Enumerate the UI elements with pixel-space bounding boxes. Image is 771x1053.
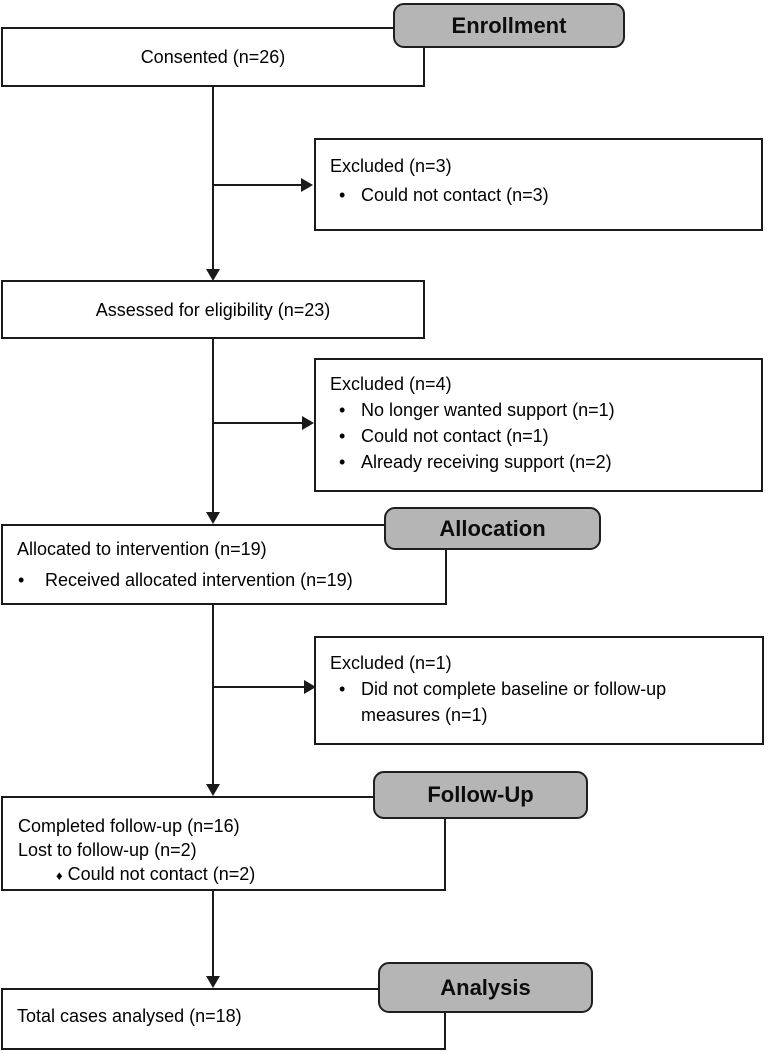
- followup-line: Lost to follow-up (n=2): [18, 840, 197, 860]
- box-excluded-eligibility-title: Excluded (n=4): [330, 374, 452, 394]
- diamond-bullet-marker: ♦: [56, 868, 63, 883]
- bullet-marker: •: [339, 400, 346, 420]
- header-enrollment-label: Enrollment: [451, 12, 567, 38]
- header-analysis: Analysis: [378, 962, 593, 1013]
- bullet-text: Did not complete baseline or follow-up m…: [361, 679, 667, 725]
- box-excluded-enrollment-title: Excluded (n=3): [330, 156, 452, 176]
- flow-arrowhead-right-3: [304, 680, 316, 694]
- box-analysis-title: Total cases analysed (n=18): [17, 1006, 242, 1026]
- flow-line-allocated-to-followup: [212, 603, 214, 785]
- flow-line-consented-to-assessed: [212, 86, 214, 270]
- bullet-marker: •: [18, 570, 25, 590]
- bullet-text: Could not contact (n=3): [361, 185, 549, 205]
- bullet-marker: •: [339, 426, 346, 446]
- list-item: • No longer wanted support (n=1): [330, 397, 747, 423]
- list-item: • Could not contact (n=1): [330, 423, 747, 449]
- flow-line-branch-excluded-enrollment: [213, 184, 302, 186]
- box-allocated: Allocated to intervention (n=19) • Recei…: [1, 524, 447, 605]
- box-allocated-title: Allocated to intervention (n=19): [17, 539, 267, 559]
- box-followup: Completed follow-up (n=16) Lost to follo…: [1, 796, 446, 891]
- box-excluded-eligibility: Excluded (n=4) • No longer wanted suppor…: [314, 358, 763, 492]
- box-excluded-enrollment: Excluded (n=3) • Could not contact (n=3): [314, 138, 763, 231]
- bullet-marker: •: [339, 452, 346, 472]
- box-consented-title: Consented (n=26): [140, 47, 286, 67]
- header-followup-label: Follow-Up: [427, 782, 534, 807]
- header-enrollment: Enrollment: [393, 3, 625, 48]
- flow-line-branch-excluded-eligibility: [213, 422, 302, 424]
- box-excluded-allocation-title: Excluded (n=1): [330, 653, 452, 673]
- list-item: ♦ Could not contact (n=2): [56, 862, 430, 888]
- header-analysis-label: Analysis: [440, 974, 531, 1000]
- header-allocation: Allocation: [384, 507, 601, 550]
- bullet-text: Could not contact (n=2): [67, 864, 256, 884]
- flow-line-branch-excluded-allocation: [213, 686, 304, 688]
- bullet-text: Received allocated intervention (n=19): [45, 570, 353, 590]
- bullet-marker: •: [339, 679, 346, 699]
- flow-arrowhead-down-3: [206, 784, 220, 796]
- bullet-text: No longer wanted support (n=1): [361, 400, 615, 420]
- bullet-marker: •: [339, 185, 346, 205]
- list-item: • Could not contact (n=3): [330, 182, 747, 208]
- followup-line: Completed follow-up (n=16): [18, 816, 240, 836]
- flow-arrowhead-down-2: [206, 512, 220, 524]
- box-consented: Consented (n=26): [1, 27, 425, 87]
- list-item: • Received allocated intervention (n=19): [17, 567, 431, 593]
- flow-arrowhead-down-4: [206, 976, 220, 988]
- list-item: • Already receiving support (n=2): [330, 449, 747, 475]
- box-assessed-title: Assessed for eligibility (n=23): [95, 299, 331, 320]
- flow-arrowhead-right-2: [302, 416, 314, 430]
- flow-line-followup-to-analysis: [212, 890, 214, 977]
- list-item: • Did not complete baseline or follow-up…: [330, 676, 748, 728]
- bullet-text: Already receiving support (n=2): [361, 452, 612, 472]
- box-assessed: Assessed for eligibility (n=23): [1, 280, 425, 339]
- box-analysis: Total cases analysed (n=18): [1, 988, 446, 1050]
- box-excluded-allocation: Excluded (n=1) • Did not complete baseli…: [314, 636, 764, 745]
- header-followup: Follow-Up: [373, 771, 588, 819]
- header-allocation-label: Allocation: [439, 515, 546, 541]
- flow-arrowhead-right-1: [301, 178, 313, 192]
- bullet-text: Could not contact (n=1): [361, 426, 549, 446]
- flow-arrowhead-down-1: [206, 269, 220, 281]
- flow-line-assessed-to-allocated: [212, 338, 214, 513]
